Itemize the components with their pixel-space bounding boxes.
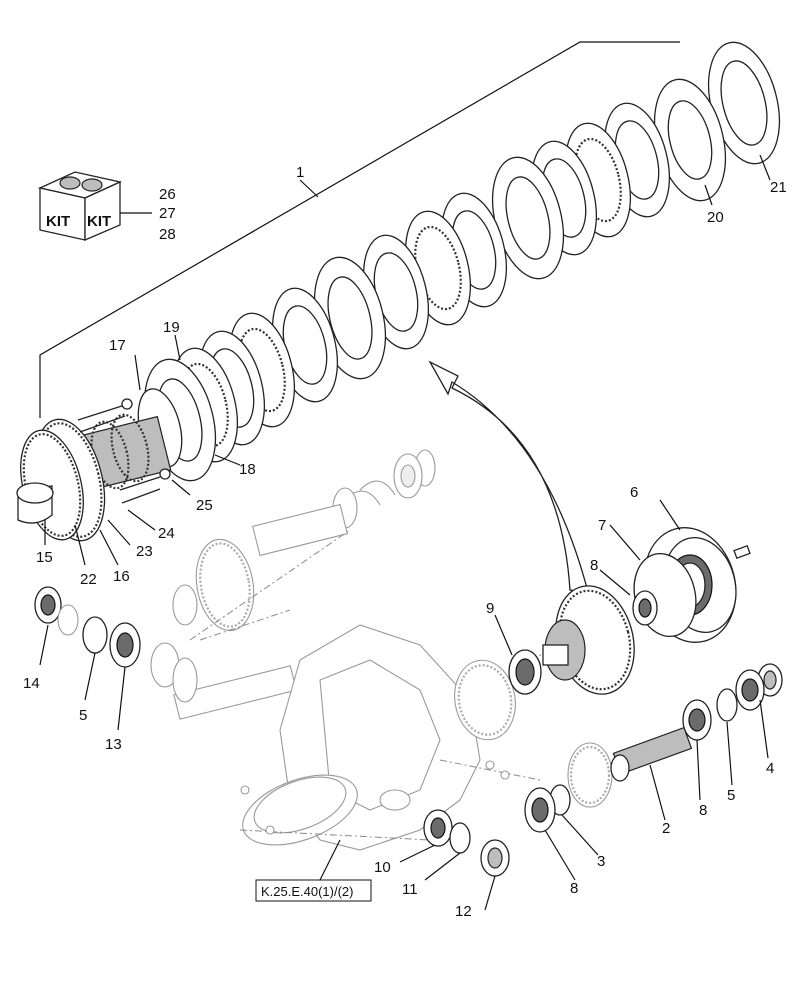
- callout-14: 14: [23, 675, 40, 692]
- callout-13: 13: [105, 736, 122, 753]
- planetary-assembly: [508, 527, 751, 695]
- callout-8-right: 8: [699, 802, 707, 819]
- callout-9: 9: [486, 600, 494, 617]
- callout-labels: 1 2 3 4 5 5 6 7 8 8 8 9 10 11 12 13 14 1…: [23, 164, 787, 920]
- callout-22: 22: [80, 571, 97, 588]
- kit-label-left: KIT: [46, 213, 70, 230]
- background-shaft-assembly: [150, 449, 436, 720]
- callout-23: 23: [136, 543, 153, 560]
- clutch-disc-stack: [143, 41, 781, 482]
- callout-15: 15: [36, 549, 53, 566]
- callout-18: 18: [239, 461, 256, 478]
- callout-8-top: 8: [590, 557, 598, 574]
- kit-box: KIT KIT: [37, 171, 152, 241]
- callout-5-left: 5: [79, 707, 87, 724]
- callout-10: 10: [374, 859, 391, 876]
- callout-24: 24: [158, 525, 175, 542]
- callout-8-bottom: 8: [570, 880, 578, 897]
- callout-2: 2: [662, 820, 670, 837]
- pinion-bearing-set: [423, 809, 510, 877]
- callout-11: 11: [402, 881, 418, 898]
- callout-25: 25: [196, 497, 213, 514]
- callout-6: 6: [630, 484, 638, 501]
- callout-17: 17: [109, 337, 126, 354]
- leader-lines: [39, 154, 771, 911]
- input-shaft-bearings: [34, 586, 141, 668]
- callout-4: 4: [766, 760, 774, 777]
- callout-16: 16: [113, 568, 130, 585]
- kit-label-right: KIT: [87, 213, 111, 230]
- output-shaft-assembly: [524, 663, 783, 833]
- reference-label: K.25.E.40(1)/(2): [261, 884, 354, 899]
- clutch-pack-bracket: [39, 41, 680, 418]
- callout-20: 20: [707, 209, 724, 226]
- callout-3: 3: [597, 853, 605, 870]
- callout-28: 28: [159, 226, 176, 243]
- callout-1: 1: [296, 164, 304, 181]
- reference-box: K.25.E.40(1)/(2): [255, 879, 372, 902]
- callout-19: 19: [163, 319, 180, 336]
- assembly-direction-arrow: [428, 360, 589, 593]
- callout-7: 7: [598, 517, 606, 534]
- callout-21: 21: [770, 179, 787, 196]
- callout-5-right: 5: [727, 787, 735, 804]
- callout-27: 27: [159, 205, 176, 222]
- bevel-gear: [454, 659, 613, 808]
- clutch-hub-assembly: [16, 388, 183, 542]
- callout-26: 26: [159, 186, 176, 203]
- callout-12: 12: [455, 903, 472, 920]
